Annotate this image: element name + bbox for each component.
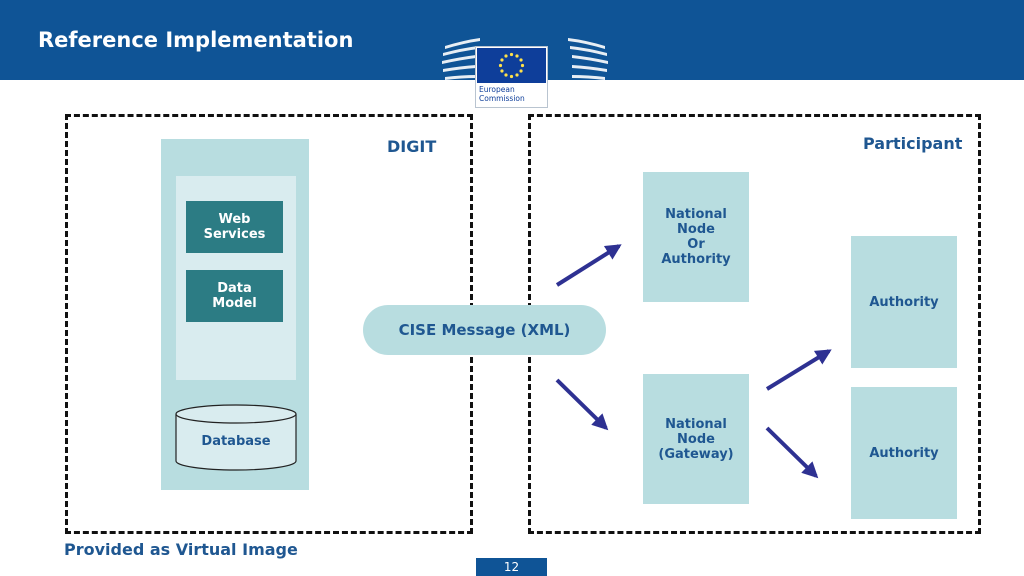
logo-text-line1: European: [479, 85, 515, 94]
digit-label: DIGIT: [387, 137, 437, 156]
flag-star-icon: [500, 69, 504, 73]
participant-label: Participant: [863, 134, 963, 153]
eu-flag-icon: [477, 48, 546, 83]
logo-text-line2: Commission: [479, 94, 525, 103]
web-services-box: Web Services: [186, 201, 283, 253]
flag-star-icon: [509, 52, 514, 57]
flag-star-icon: [500, 58, 504, 62]
footer-note: Provided as Virtual Image: [64, 540, 298, 559]
flag-star-icon: [504, 73, 508, 77]
flag-star-icon: [520, 63, 525, 68]
flag-star-icon: [515, 54, 519, 58]
page-number: 12: [476, 558, 547, 576]
flag-star-icon: [519, 69, 523, 73]
authority-bottom-box: Authority: [851, 387, 957, 519]
authority-top-box: Authority: [851, 236, 957, 368]
commission-logo-lines: [442, 38, 608, 80]
flag-star-icon: [519, 58, 523, 62]
eu-logo: European Commission: [475, 46, 548, 108]
flag-star-icon: [509, 74, 514, 79]
flag-star-icon: [498, 63, 503, 68]
data-model-box: Data Model: [186, 270, 283, 322]
flag-star-icon: [515, 73, 519, 77]
page-title: Reference Implementation: [38, 28, 354, 52]
national-node-or-authority-box: National Node Or Authority: [643, 172, 749, 302]
cise-message-pill: CISE Message (XML): [363, 305, 606, 355]
logo-text: European Commission: [479, 85, 525, 103]
national-node-gateway-box: National Node (Gateway): [643, 374, 749, 504]
flag-star-icon: [504, 54, 508, 58]
database-label: Database: [201, 434, 271, 449]
